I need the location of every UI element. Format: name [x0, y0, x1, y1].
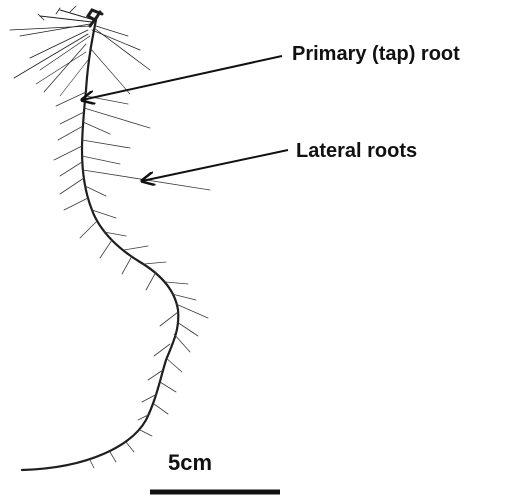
lateral-roots-arrow — [142, 150, 288, 181]
scale-bar-label: 5cm — [168, 452, 212, 474]
primary-root — [22, 20, 178, 470]
root-crown — [10, 6, 150, 96]
lateral-roots-label: Lateral roots — [296, 141, 417, 161]
primary-root-arrow — [82, 56, 282, 100]
primary-root-label: Primary (tap) root — [292, 44, 460, 64]
lateral-roots — [54, 92, 210, 468]
